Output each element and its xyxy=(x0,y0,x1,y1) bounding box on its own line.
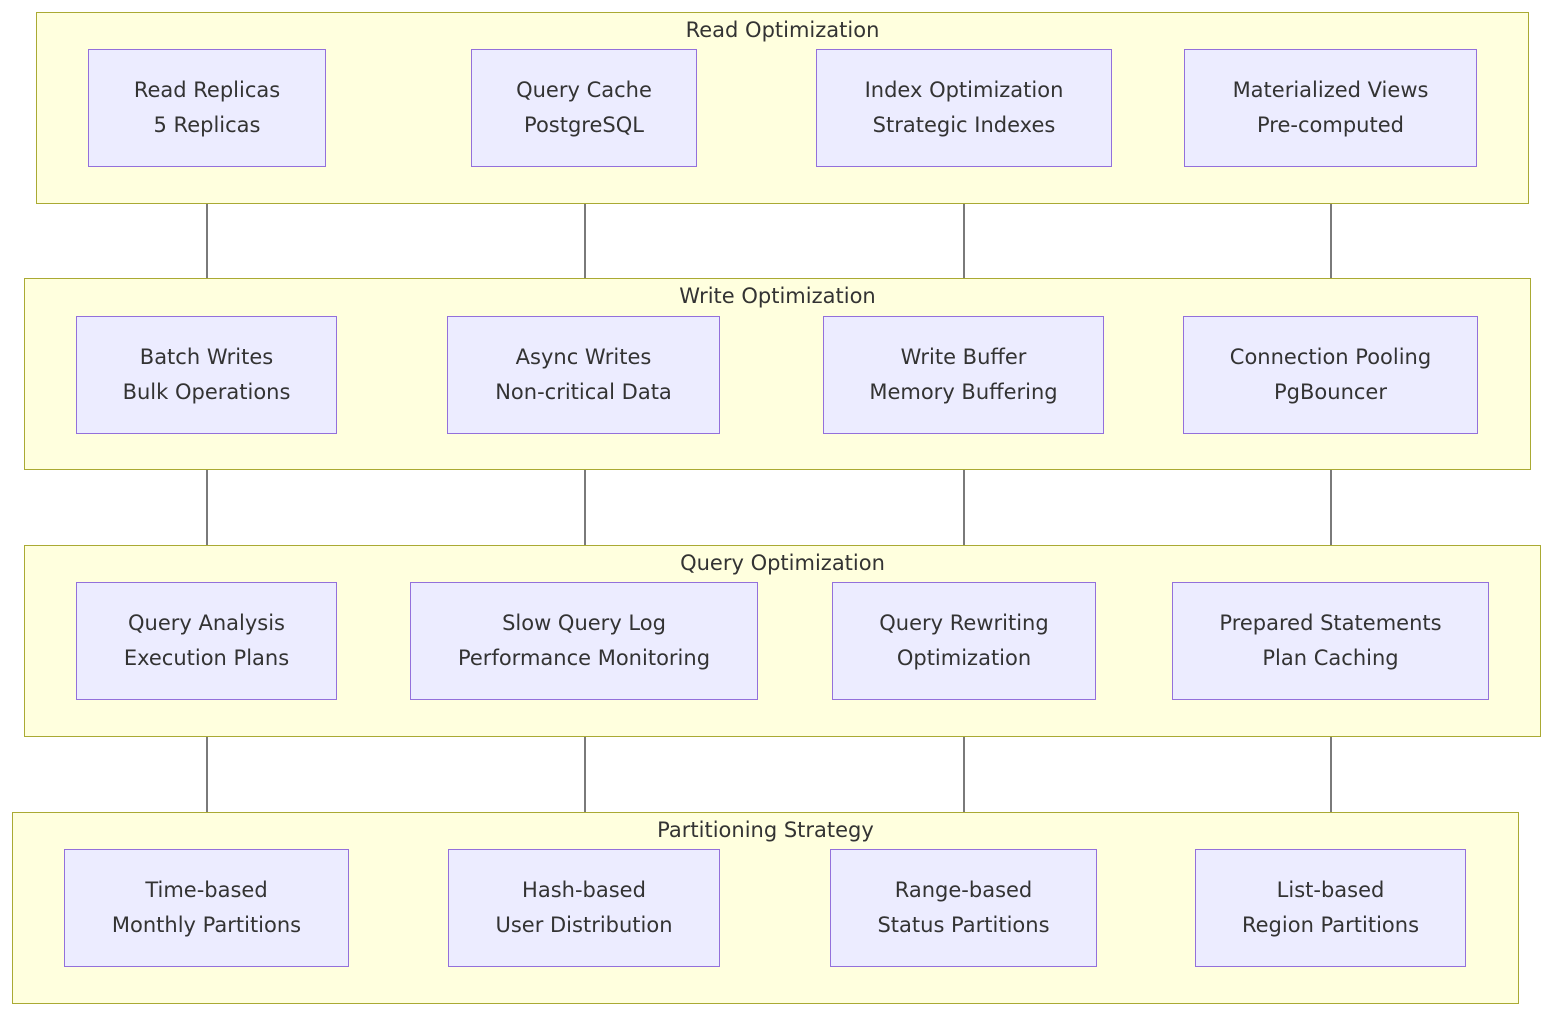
node-batch-writes[interactable]: Batch Writes Bulk Operations xyxy=(76,316,337,434)
node-title: Connection Pooling xyxy=(1229,345,1432,369)
group-title-partitioning-strategy: Partitioning Strategy xyxy=(657,818,874,842)
node-title: Query Cache xyxy=(516,78,652,102)
node-query-rewriting[interactable]: Query Rewriting Optimization xyxy=(832,582,1096,700)
group-title-write-optimization: Write Optimization xyxy=(679,284,876,308)
node-detail: Plan Caching xyxy=(1262,646,1399,670)
node-slow-query-log[interactable]: Slow Query Log Performance Monitoring xyxy=(410,582,758,700)
node-title: Async Writes xyxy=(515,345,652,369)
node-title: List-based xyxy=(1276,878,1385,902)
node-detail: Execution Plans xyxy=(123,646,290,670)
node-query-analysis[interactable]: Query Analysis Execution Plans xyxy=(76,582,337,700)
node-detail: Pre-computed xyxy=(1257,113,1404,137)
node-title: Index Optimization xyxy=(864,78,1064,102)
node-range-based[interactable]: Range-based Status Partitions xyxy=(830,849,1097,967)
node-detail: Performance Monitoring xyxy=(457,646,711,670)
node-index-optimization[interactable]: Index Optimization Strategic Indexes xyxy=(816,49,1112,167)
node-detail: Bulk Operations xyxy=(122,380,291,404)
node-detail: Optimization xyxy=(896,646,1032,670)
node-title: Query Analysis xyxy=(127,611,286,635)
node-detail: PostgreSQL xyxy=(524,113,644,137)
node-list-based[interactable]: List-based Region Partitions xyxy=(1195,849,1466,967)
node-detail: 5 Replicas xyxy=(153,113,261,137)
node-title: Read Replicas xyxy=(133,78,281,102)
node-read-replicas[interactable]: Read Replicas 5 Replicas xyxy=(88,49,326,167)
node-title: Hash-based xyxy=(522,878,646,902)
node-detail: Memory Buffering xyxy=(869,380,1058,404)
node-write-buffer[interactable]: Write Buffer Memory Buffering xyxy=(823,316,1104,434)
group-title-query-optimization: Query Optimization xyxy=(680,551,885,575)
node-async-writes[interactable]: Async Writes Non-critical Data xyxy=(447,316,720,434)
node-detail: Strategic Indexes xyxy=(872,113,1056,137)
node-title: Range-based xyxy=(894,878,1033,902)
node-detail: Region Partitions xyxy=(1241,913,1420,937)
node-detail: User Distribution xyxy=(495,913,673,937)
node-title: Batch Writes xyxy=(139,345,274,369)
node-materialized-views[interactable]: Materialized Views Pre-computed xyxy=(1184,49,1477,167)
node-title: Write Buffer xyxy=(900,345,1027,369)
node-detail: Non-critical Data xyxy=(495,380,672,404)
node-title: Materialized Views xyxy=(1232,78,1429,102)
node-title: Prepared Statements xyxy=(1219,611,1442,635)
node-title: Slow Query Log xyxy=(502,611,666,635)
node-time-based[interactable]: Time-based Monthly Partitions xyxy=(64,849,349,967)
node-detail: Status Partitions xyxy=(877,913,1050,937)
node-title: Query Rewriting xyxy=(879,611,1049,635)
node-hash-based[interactable]: Hash-based User Distribution xyxy=(448,849,720,967)
node-prepared-statements[interactable]: Prepared Statements Plan Caching xyxy=(1172,582,1489,700)
node-connection-pooling[interactable]: Connection Pooling PgBouncer xyxy=(1183,316,1478,434)
node-detail: Monthly Partitions xyxy=(111,913,302,937)
node-detail: PgBouncer xyxy=(1274,380,1387,404)
node-title: Time-based xyxy=(145,878,268,902)
group-title-read-optimization: Read Optimization xyxy=(685,18,880,42)
node-query-cache[interactable]: Query Cache PostgreSQL xyxy=(471,49,697,167)
